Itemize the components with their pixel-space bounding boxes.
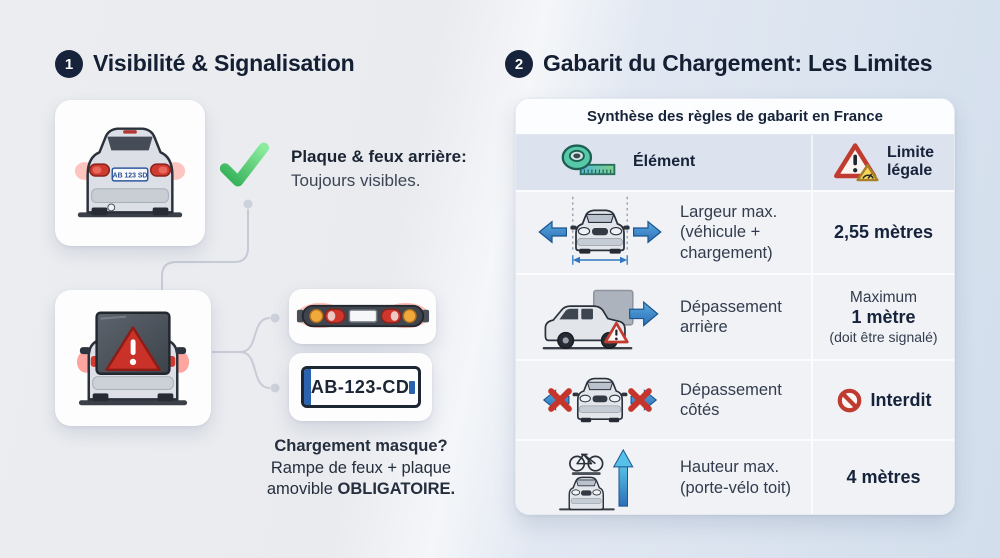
row-label: Dépassement arrière bbox=[680, 297, 782, 336]
section2-badge: 2 bbox=[505, 50, 533, 78]
license-plate-icon: AB-123-CD bbox=[300, 366, 421, 408]
car-roof-height-arrow-icon bbox=[520, 442, 680, 514]
tape-measure-icon bbox=[560, 141, 620, 183]
car-width-arrows-icon bbox=[520, 192, 680, 272]
row-value-prefix: Maximum bbox=[849, 288, 918, 306]
section1-title: Visibilité & Signalisation bbox=[93, 50, 355, 76]
light-bar-card bbox=[289, 289, 436, 344]
row-value: 4 mètres bbox=[846, 467, 921, 488]
note-bold: OBLIGATOIRE. bbox=[337, 480, 456, 498]
note-title: Chargement masque? bbox=[274, 437, 448, 455]
row-value: Interdit bbox=[870, 389, 932, 410]
gabarit-rules-table: Synthèse des règles de gabarit en France bbox=[515, 98, 955, 515]
plate-region-sticker bbox=[409, 380, 415, 394]
check-caption-title: Plaque & feux arrière: bbox=[291, 147, 467, 166]
table-title: Synthèse des règles de gabarit en France bbox=[516, 99, 954, 135]
no-entry-icon bbox=[836, 387, 863, 414]
row-label: Hauteur max. (porte-vélo toit) bbox=[680, 458, 791, 497]
row-value-note: (doit être signalé) bbox=[829, 328, 938, 345]
table-row-depassement-cotes: Dépassement côtés Interdit bbox=[516, 358, 954, 440]
masked-load-note: Chargement masque? Rampe de feux + plaqu… bbox=[232, 436, 490, 501]
removable-plate-card: AB-123-CD bbox=[289, 353, 432, 421]
table-row-depassement-arriere: Dépassement arrière Maximum 1 mètre (doi… bbox=[516, 273, 954, 359]
row-label: Dépassement côtés bbox=[680, 380, 782, 420]
column-header-limit: Limite légale bbox=[886, 144, 935, 180]
table-row-largeur: Largeur max. (véhicule + chargement) 2,5… bbox=[516, 189, 954, 274]
table-row-hauteur: Hauteur max. (porte-vélo toit) 4 mètres bbox=[516, 439, 954, 514]
section2-title: Gabarit du Chargement: Les Limites bbox=[543, 50, 933, 76]
row-label: Largeur max. (véhicule + chargement) bbox=[680, 202, 778, 262]
note-body: Rampe de feux + plaque amovible bbox=[266, 458, 452, 499]
masked-load-card bbox=[55, 290, 211, 426]
rear-light-bar-icon bbox=[295, 294, 431, 339]
column-header-element: Élément bbox=[633, 153, 696, 171]
car-load-masked-warning-icon bbox=[67, 299, 199, 417]
plate-lights-caption: Plaque & feux arrière: Toujours visibles… bbox=[291, 147, 467, 191]
table-header-row: Élément Limite légale bbox=[516, 134, 954, 190]
warning-triangle-icon bbox=[833, 141, 879, 183]
car-side-overhang-forbidden-icon bbox=[520, 363, 680, 437]
car-plate-text: AB 123 SD bbox=[113, 172, 148, 179]
green-checkmark-icon bbox=[216, 140, 272, 190]
row-value: 1 mètre bbox=[851, 306, 916, 327]
plate-number: AB-123-CD bbox=[310, 376, 410, 397]
car-rear-overhang-icon bbox=[520, 278, 680, 356]
visible-rear-card: AB 123 SD bbox=[55, 100, 205, 246]
plate-eu-band bbox=[303, 369, 311, 405]
check-caption-subtitle: Toujours visibles. bbox=[291, 171, 421, 190]
car-rear-visible-icon: AB 123 SD bbox=[66, 113, 194, 233]
section1-badge: 1 bbox=[55, 50, 83, 78]
row-value: 2,55 mètres bbox=[833, 221, 934, 242]
